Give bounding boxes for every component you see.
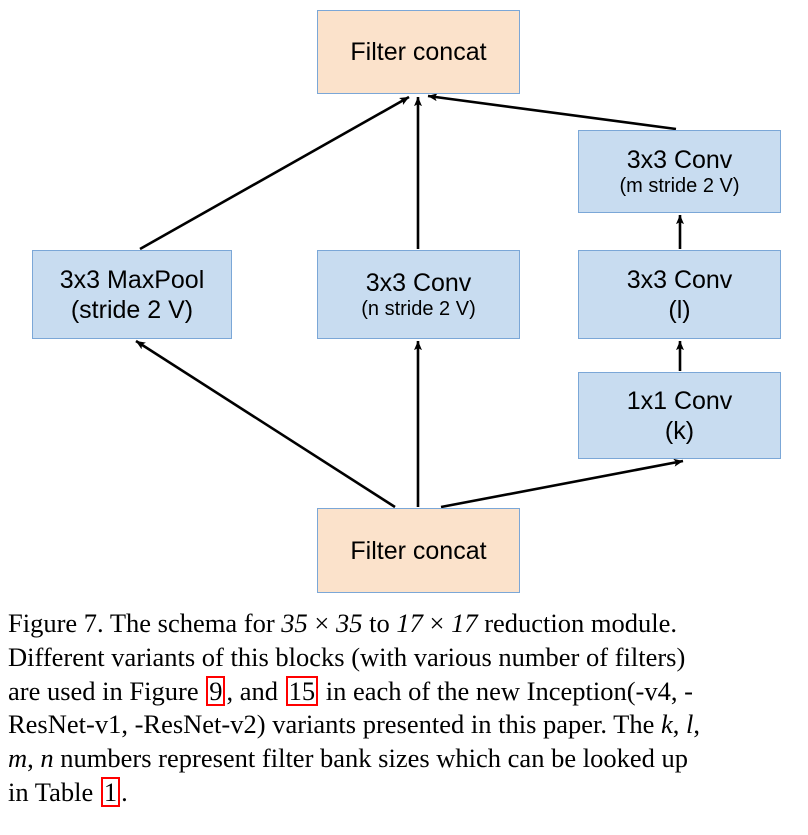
caption-dim: 35 <box>281 608 308 638</box>
caption-text: , <box>672 709 680 740</box>
symbol-m: m <box>8 743 28 774</box>
figure-caption: Figure 7. The schema for 35 × 35 to 17 ×… <box>8 607 800 810</box>
node-label-line1: Filter concat <box>350 38 487 66</box>
node-label-line1: Filter concat <box>350 536 487 565</box>
caption-text: to <box>369 608 390 638</box>
node-label-line1: 3x3 Conv <box>365 268 472 297</box>
caption-text: ResNet-v1, -ResNet-v2) variants presente… <box>8 709 655 740</box>
edge-conv-m-to-concat-top <box>427 93 677 131</box>
node-label-line2: (k) <box>664 416 695 445</box>
node-maxpool[interactable]: 3x3 MaxPool (stride 2 V) <box>32 250 232 339</box>
edge-concat-bottom-to-conv-k <box>440 458 684 509</box>
figure-label: Figure 7. <box>8 608 104 638</box>
caption-dim: 17 <box>451 608 478 638</box>
node-label-line1: 3x3 MaxPool <box>59 265 205 294</box>
caption-text: in Table <box>8 776 94 807</box>
node-conv-3x3-m[interactable]: 3x3 Conv (m stride 2 V) <box>578 130 781 213</box>
node-label-line2: (m stride 2 V) <box>619 174 740 197</box>
caption-line-6: in Table 1. <box>8 776 800 810</box>
caption-text: , <box>693 709 701 740</box>
caption-text: , and <box>226 675 278 706</box>
caption-line-3: are used in Figure 9, and 15 in each of … <box>8 675 800 709</box>
node-label-line2: (stride 2 V) <box>70 295 194 324</box>
node-label-line2: (l) <box>668 295 691 324</box>
caption-line-4: ResNet-v1, -ResNet-v2) variants presente… <box>8 708 800 742</box>
caption-text: in each of the new Inception(-v4, - <box>325 675 693 706</box>
node-label-line1: 3x3 Conv <box>626 265 733 294</box>
caption-text: , <box>27 743 34 774</box>
symbol-l: l <box>686 709 694 740</box>
times-symbol: × <box>429 608 445 638</box>
node-filter-concat-bottom[interactable]: Filter concat <box>317 508 520 593</box>
edge-concat-bottom-to-maxpool <box>135 339 396 509</box>
node-conv-3x3-n[interactable]: 3x3 Conv (n stride 2 V) <box>317 250 520 339</box>
times-symbol: × <box>314 608 330 638</box>
symbol-n: n <box>40 743 54 774</box>
caption-text: . <box>121 776 128 807</box>
symbol-k: k <box>661 709 673 740</box>
diagram-edges <box>135 93 684 509</box>
caption-line-2: Different variants of this blocks (with … <box>8 641 686 672</box>
citation-link-1[interactable]: 1 <box>100 776 121 808</box>
caption-text: numbers represent filter bank sizes whic… <box>60 743 688 774</box>
node-conv-3x3-l[interactable]: 3x3 Conv (l) <box>578 250 781 339</box>
caption-text: The schema for <box>109 608 275 638</box>
caption-dim: 35 <box>335 608 363 638</box>
node-filter-concat-top[interactable]: Filter concat <box>317 10 520 94</box>
caption-line-5: m, n numbers represent filter bank sizes… <box>8 742 800 776</box>
node-conv-1x1-k[interactable]: 1x1 Conv (k) <box>578 372 781 459</box>
edge-maxpool-to-concat-top <box>139 95 410 251</box>
caption-text: reduction module. <box>484 608 677 638</box>
caption-text: are used in Figure <box>8 675 199 706</box>
node-label-line2: (n stride 2 V) <box>361 297 476 320</box>
inception-reduction-diagram: Filter concat 3x3 MaxPool (stride 2 V) 3… <box>32 10 781 593</box>
node-label-line1: 3x3 Conv <box>626 145 733 174</box>
citation-link-15[interactable]: 15 <box>285 675 319 707</box>
caption-line-1: Figure 7. The schema for 35 × 35 to 17 ×… <box>8 607 800 641</box>
caption-dim: 17 <box>396 608 423 638</box>
citation-link-9[interactable]: 9 <box>206 675 226 707</box>
node-label-line1: 1x1 Conv <box>626 386 733 415</box>
